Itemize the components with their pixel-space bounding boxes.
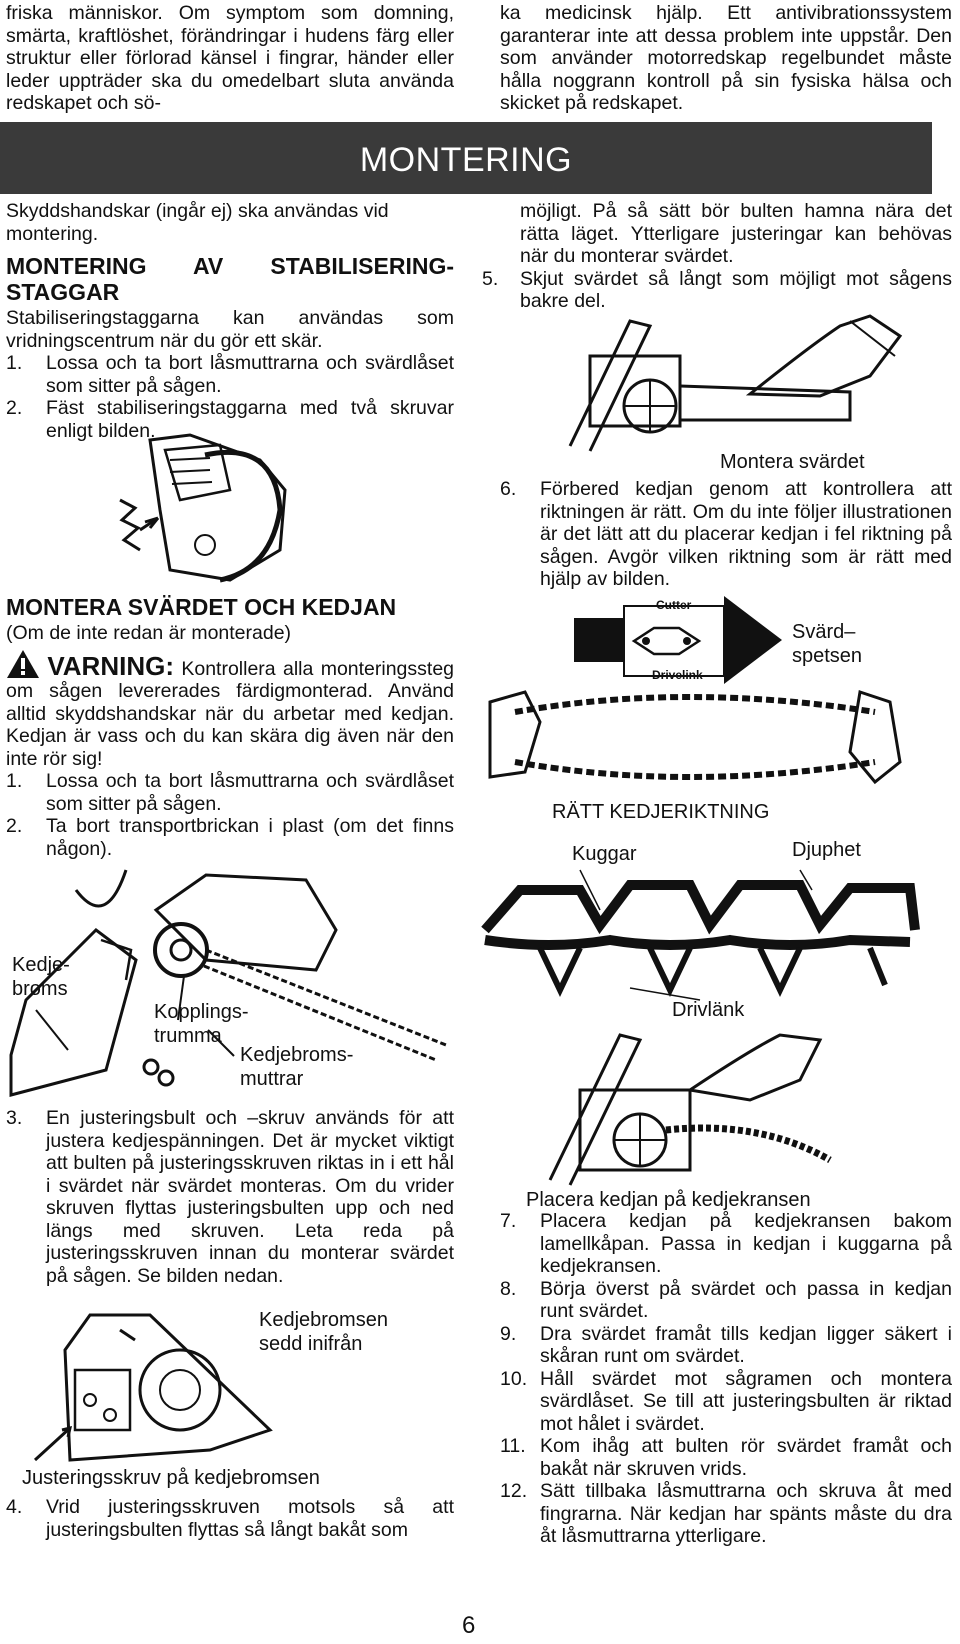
- list-item: 11. Kom ihåg att bulten rör svärdet fram…: [500, 1435, 952, 1480]
- list-item: 10. Håll svärdet mot sågramen och monter…: [500, 1368, 952, 1436]
- caption-chain-direction: RÄTT KEDJERIKTNING: [552, 801, 770, 823]
- list-text: Dra svärdet framåt tills kedjan ligger s…: [540, 1322, 952, 1368]
- left-column-bar: MONTERA SVÄRDET OCH KEDJAN (Om de inte r…: [6, 594, 454, 860]
- list-text: Lossa och ta bort låsmuttrarna och svärd…: [46, 770, 454, 815]
- warning-triangle-icon: [7, 649, 39, 678]
- list-text: Fäst stabiliseringstaggarna med två skru…: [46, 397, 454, 442]
- list-item: 1. Lossa och ta bort låsmuttrarna och sv…: [6, 352, 454, 397]
- list-text: Sätt tillbaka låsmuttrarna och skruva åt…: [540, 1480, 952, 1547]
- saw-spikes-illustration: [119, 433, 287, 583]
- label-cutter: Cutter: [656, 598, 692, 612]
- continued-text: möjligt. På så sätt bör bulten hamna när…: [520, 200, 952, 267]
- list-text: Börja överst på svärdet och passa in ked…: [540, 1277, 952, 1323]
- chain-profile-illustration: [481, 869, 920, 1001]
- page-number: 6: [462, 1612, 476, 1639]
- chain-loop-hands-illustration: [488, 690, 902, 785]
- right-column-steps: 7. Placera kedjan på kedjekransen bakom …: [500, 1210, 952, 1548]
- clutch-drum-illustration: [9, 869, 447, 1097]
- list-item: 2. Fäst stabiliseringstaggarna med två s…: [6, 397, 454, 442]
- list-item: 9. Dra svärdet framåt tills kedjan ligge…: [500, 1323, 952, 1368]
- right-column-upper: möjligt. På så sätt bör bulten hamna när…: [482, 200, 952, 313]
- label-drivelink: Drivelink: [652, 668, 703, 682]
- intro-text-right: ka medicinsk hjälp. Ett antivibrationssy…: [500, 2, 952, 114]
- warning-label: VARNING:: [47, 650, 174, 681]
- label-brake-inside: Kedjebromsen sedd inifrån: [259, 1309, 388, 1355]
- list-number: 5.: [482, 267, 499, 290]
- list-text: En justeringsbult och –skruv används för…: [46, 1107, 454, 1287]
- label-kopplingstrumma: Kopplings- trumma: [154, 1001, 249, 1047]
- list-item: 5. Skjut svärdet så långt som möjligt mo…: [482, 267, 952, 313]
- stabilizer-intro: Stabiliseringstaggarna kan användas som …: [6, 307, 454, 352]
- bar-chain-subtitle: (Om de inte redan är monterade): [6, 622, 292, 644]
- list-number: 4.: [6, 1496, 23, 1518]
- list-number: 8.: [500, 1277, 517, 1300]
- list-number: 6.: [500, 478, 517, 500]
- left-column-step4: 4. Vrid justeringsskruven motsols så att…: [6, 1496, 454, 1541]
- chain-brake-inside-illustration: [33, 1313, 273, 1462]
- list-text: Håll svärdet mot sågramen och montera sv…: [540, 1367, 952, 1435]
- list-item: 12. Sätt tillbaka låsmuttrarna och skruv…: [500, 1480, 952, 1548]
- list-text: Lossa och ta bort låsmuttrarna och svärd…: [46, 352, 454, 397]
- list-text: Placera kedjan på kedjekransen bakom lam…: [540, 1210, 952, 1277]
- list-number: 3.: [6, 1107, 23, 1129]
- left-column-step3: 3. En justeringsbult och –skruv används …: [6, 1107, 454, 1287]
- section-title: MONTERING: [359, 141, 573, 179]
- caption-adjusting-screw: Justeringsskruv på kedjebromsen: [22, 1467, 320, 1489]
- list-item: 1. Lossa och ta bort låsmuttrarna och sv…: [6, 770, 454, 815]
- label-kedjebroms: Kedje- broms: [12, 954, 70, 1000]
- list-number: 10.: [500, 1367, 528, 1390]
- list-text: Förbered kedjan genom att kontrollera at…: [540, 478, 952, 590]
- right-column-step6: 6. Förbered kedjan genom att kontrollera…: [500, 478, 952, 591]
- list-item: 2. Ta bort transportbrickan i plast (om …: [6, 815, 454, 860]
- label-drivlank: Drivlänk: [672, 999, 745, 1021]
- left-column-upper: Skyddshandskar (ingår ej) ska användas v…: [6, 200, 454, 442]
- mount-bar-illustration: [568, 314, 903, 452]
- list-text: Ta bort transportbrickan i plast (om det…: [46, 815, 454, 860]
- list-number: 9.: [500, 1322, 517, 1345]
- list-number: 7.: [500, 1210, 517, 1232]
- section-banner: [0, 122, 932, 194]
- list-text: Kom ihåg att bulten rör svärdet framåt o…: [540, 1435, 952, 1480]
- gloves-note: Skyddshandskar (ingår ej) ska användas v…: [6, 200, 389, 245]
- label-bar-tip: Svärd– spetsen: [792, 621, 863, 667]
- intro-text-left: friska människor. Om symptom som domning…: [6, 2, 454, 114]
- list-number: 11.: [500, 1435, 526, 1457]
- list-item: 6. Förbered kedjan genom att kontrollera…: [500, 478, 952, 591]
- list-item: 4. Vrid justeringsskruven motsols så att…: [6, 1496, 454, 1541]
- list-text: Vrid justeringsskruven motsols så att ju…: [46, 1496, 454, 1541]
- caption-mount-bar: Montera svärdet: [720, 451, 865, 473]
- label-kedjebromsmuttrar: Kedjebroms- muttrar: [240, 1044, 354, 1090]
- list-number: 1.: [6, 770, 23, 792]
- list-text: Skjut svärdet så långt som möjligt mot s…: [520, 267, 952, 313]
- warning-text: Kontrollera alla monteringssteg om sågen…: [6, 657, 455, 770]
- caption-place-chain: Placera kedjan på kedjekransen: [526, 1189, 811, 1211]
- stabilizer-heading: MONTERING AV STABILISERING- STAGGAR: [6, 253, 454, 305]
- place-chain-illustration: [548, 1033, 832, 1186]
- warning-block: VARNING: Kontrollera alla monteringssteg…: [6, 649, 454, 771]
- chain-direction-arrow-illustration: [574, 596, 782, 684]
- list-number: 1.: [6, 352, 23, 374]
- list-item: 3. En justeringsbult och –skruv används …: [6, 1107, 454, 1287]
- label-djuphet: Djuphet: [792, 839, 861, 861]
- list-item: 7. Placera kedjan på kedjekransen bakom …: [500, 1210, 952, 1278]
- bar-chain-heading: MONTERA SVÄRDET OCH KEDJAN: [6, 594, 397, 620]
- list-item: 8. Börja överst på svärdet och passa in …: [500, 1278, 952, 1323]
- list-number: 12.: [500, 1480, 528, 1502]
- list-number: 2.: [6, 815, 23, 837]
- label-kuggar: Kuggar: [572, 843, 637, 865]
- list-number: 2.: [6, 397, 23, 419]
